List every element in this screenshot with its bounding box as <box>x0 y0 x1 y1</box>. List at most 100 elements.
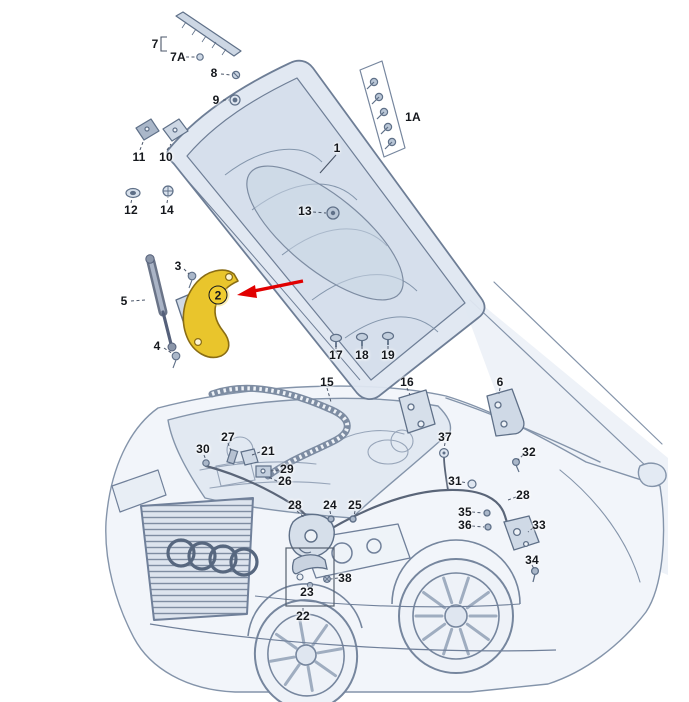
bolt-set-part1a <box>359 60 406 158</box>
callout-1a[interactable]: 1A <box>405 110 421 124</box>
bolt-part34 <box>530 566 540 583</box>
bolt-part30 <box>202 459 210 467</box>
callout-7[interactable]: 7 <box>151 37 159 51</box>
clip-part7a <box>196 53 204 61</box>
callout-8[interactable]: 8 <box>210 66 218 80</box>
callout-35[interactable]: 35 <box>458 505 472 519</box>
right-wheel-arch <box>391 539 521 605</box>
handle-pivot <box>296 573 304 581</box>
callout-13[interactable]: 13 <box>298 204 312 218</box>
bolt-part24 <box>327 515 335 523</box>
side-mirror <box>637 462 667 488</box>
left-headlight <box>111 469 167 513</box>
windshield-edge-outer <box>469 299 649 469</box>
bolt-part32 <box>511 458 520 473</box>
release-handle-assembly <box>285 547 335 607</box>
callout-26[interactable]: 26 <box>278 474 292 488</box>
bracket-part7-group <box>160 36 167 52</box>
headlight-projector-large <box>331 542 353 564</box>
headlight-projector-small <box>366 538 382 554</box>
ring-part31 <box>467 479 477 489</box>
screw-part38 <box>323 575 331 583</box>
bolt-part25 <box>349 515 357 523</box>
cowl-line <box>445 397 601 463</box>
lock-right <box>483 509 540 583</box>
callout-14[interactable]: 14 <box>160 203 174 217</box>
bumper-crease-lower <box>149 623 557 652</box>
callout-25[interactable]: 25 <box>348 498 362 512</box>
callout-7a[interactable]: 7A <box>170 50 186 64</box>
windshield-edge-inner <box>493 281 663 445</box>
callout-6[interactable]: 6 <box>496 375 504 389</box>
callout-17[interactable]: 17 <box>329 348 343 362</box>
callout-22[interactable]: 22 <box>296 609 310 623</box>
callout-31[interactable]: 31 <box>448 474 462 488</box>
bolt-part36 <box>484 523 492 531</box>
engine-bay-opening <box>167 397 452 519</box>
latch-plate-part16 <box>398 389 436 434</box>
callout-27[interactable]: 27 <box>221 430 235 444</box>
callout-33[interactable]: 33 <box>532 518 546 532</box>
callout-16[interactable]: 16 <box>400 375 414 389</box>
leader-lines-dashed <box>130 56 535 611</box>
hood-grommet-part13-center <box>330 210 336 216</box>
cable-fittings <box>202 448 520 489</box>
callout-38[interactable]: 38 <box>338 571 352 585</box>
grommet-part9 <box>229 94 241 106</box>
hood-latch <box>288 513 357 558</box>
callout-29[interactable]: 29 <box>280 462 294 476</box>
callout-5[interactable]: 5 <box>120 294 128 308</box>
loose-parts <box>125 11 406 347</box>
rod-hatch <box>181 21 227 56</box>
bolt-part35 <box>483 509 491 517</box>
right-fender-crease <box>559 469 641 583</box>
callout-36[interactable]: 36 <box>458 518 472 532</box>
gas-strut-part5 <box>145 254 177 352</box>
leader-lines-solid <box>160 36 337 174</box>
audi-rings-logo <box>166 538 259 577</box>
release-handle-part22 <box>291 554 328 575</box>
screw-part23 <box>306 581 314 589</box>
sleeve-part27 <box>226 448 239 465</box>
lock-plate-part33 <box>503 515 540 551</box>
cowl-seal-part15 <box>208 384 351 480</box>
grommet-part19 <box>381 331 395 345</box>
callout-1[interactable]: 1 <box>333 141 341 155</box>
callout-15[interactable]: 15 <box>320 375 334 389</box>
callout-24[interactable]: 24 <box>323 498 337 512</box>
callout-19[interactable]: 19 <box>381 348 395 362</box>
clip-part14 <box>162 185 174 197</box>
callout-23[interactable]: 23 <box>300 585 314 599</box>
callout-3[interactable]: 3 <box>174 259 182 273</box>
bolt-part4 <box>171 351 181 369</box>
screw-part8 <box>231 70 241 80</box>
callout-12[interactable]: 12 <box>124 203 138 217</box>
grommet-part18 <box>355 332 369 346</box>
callout-11[interactable]: 11 <box>132 150 146 164</box>
wheels <box>247 539 521 702</box>
callout-28[interactable]: 28 <box>516 488 530 502</box>
leader-part1 <box>319 154 337 174</box>
callout-18[interactable]: 18 <box>355 348 369 362</box>
bumper-crease-upper <box>254 595 521 608</box>
callout-9[interactable]: 9 <box>212 93 220 107</box>
callout-30[interactable]: 30 <box>196 442 210 456</box>
callout-37[interactable]: 37 <box>438 430 452 444</box>
bolt-part3 <box>187 271 197 289</box>
handle-detail-box <box>285 547 335 607</box>
hood-lower-edge-line <box>179 171 361 381</box>
seal-rod-part7 <box>175 11 242 57</box>
callout-10[interactable]: 10 <box>159 150 173 164</box>
callout-2[interactable]: 2 <box>208 285 228 305</box>
callout-4[interactable]: 4 <box>153 339 161 353</box>
callout-34[interactable]: 34 <box>525 553 539 567</box>
callout-21[interactable]: 21 <box>261 444 275 458</box>
callout-32[interactable]: 32 <box>522 445 536 459</box>
left-wheel-arch <box>247 583 363 637</box>
hood-panel <box>166 59 486 400</box>
callout-28[interactable]: 28 <box>288 498 302 512</box>
red-arrow <box>237 279 304 298</box>
hinge-assembly <box>175 269 239 359</box>
